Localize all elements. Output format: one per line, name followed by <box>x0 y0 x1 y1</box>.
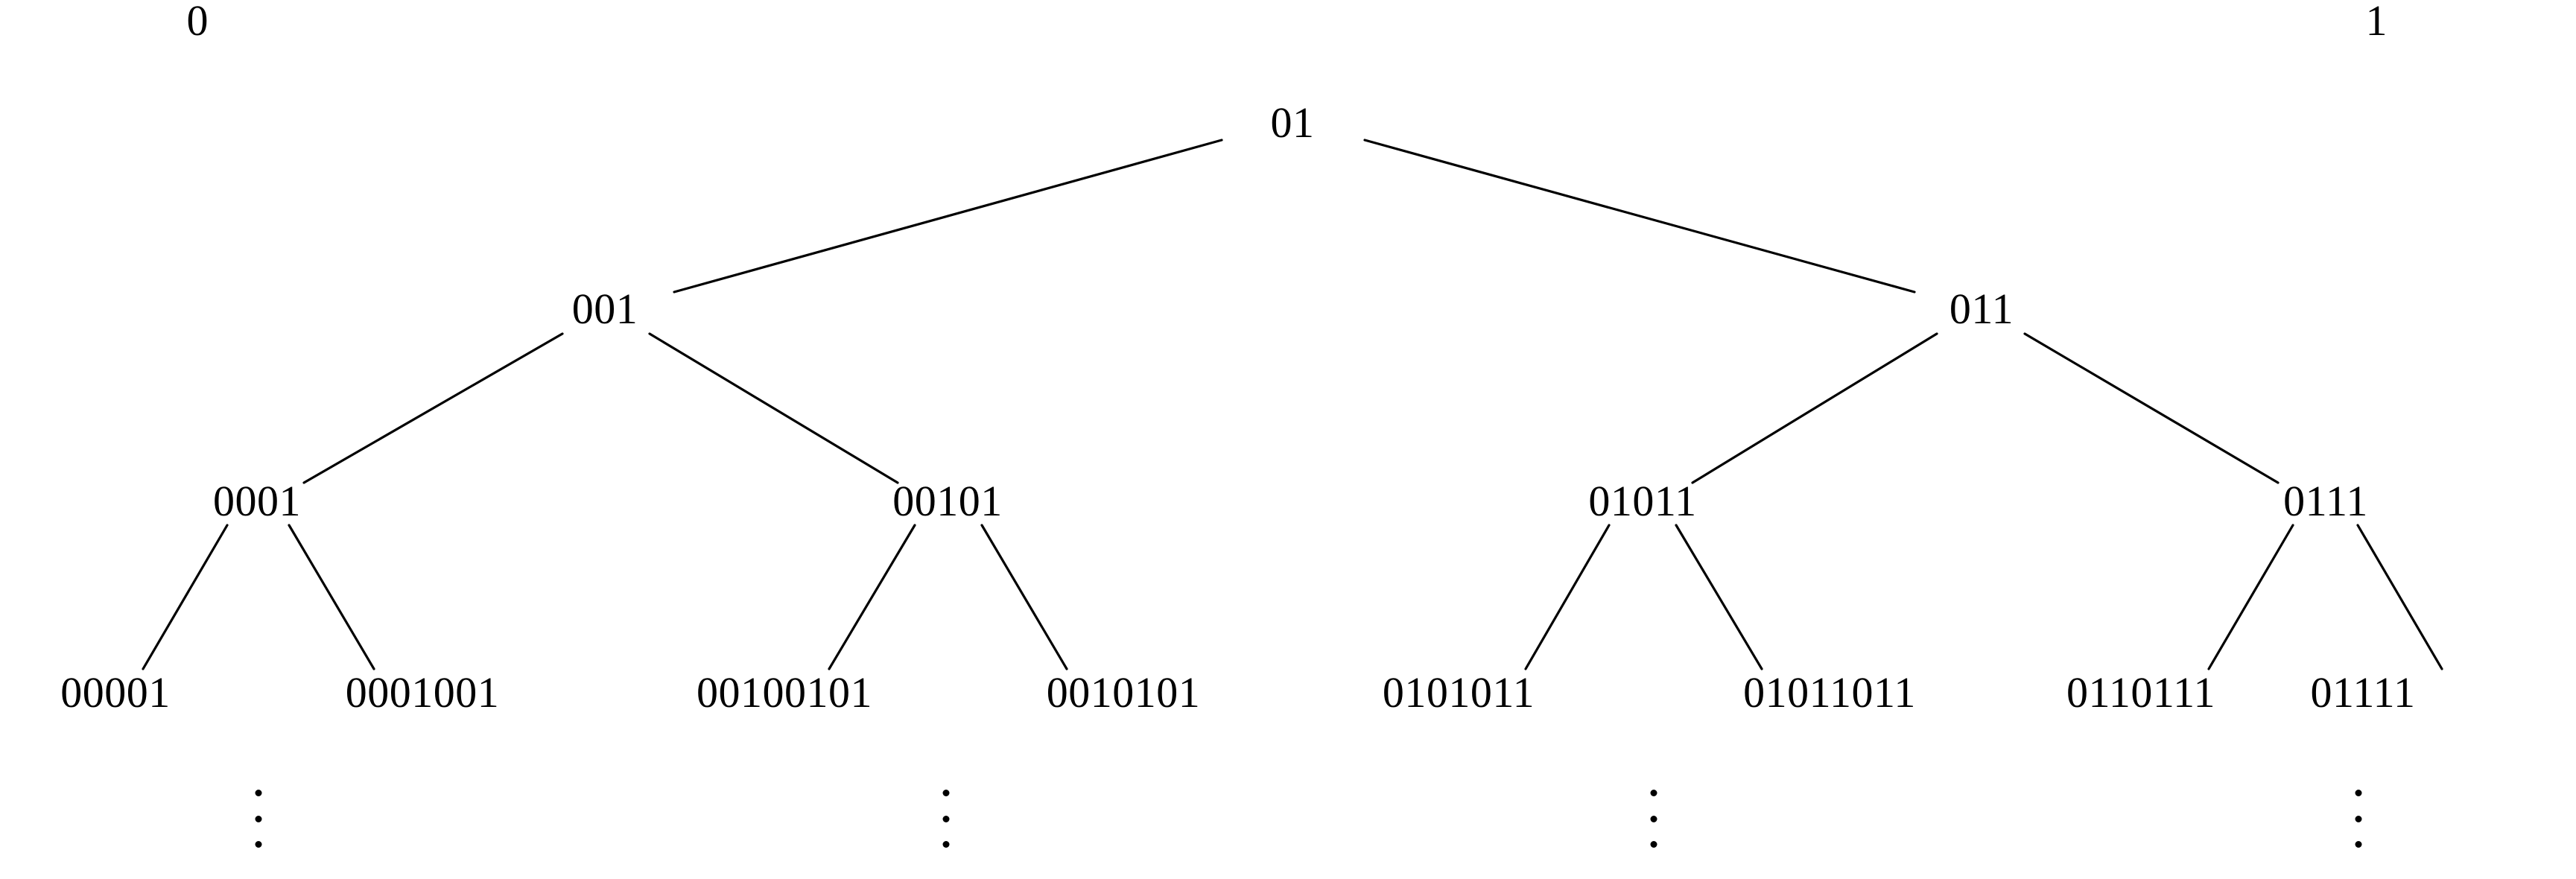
vdots-under-0001 <box>255 790 262 848</box>
tree-edge-01-to-001 <box>673 139 1223 293</box>
tree-node-01111: 01111 <box>2310 668 2416 717</box>
tree-edge-011-to-01011 <box>1691 332 1938 484</box>
tree-edge-0111-to-01111 <box>2356 524 2443 670</box>
tree-node-0101011: 0101011 <box>1382 668 1535 717</box>
vdot <box>1650 790 1657 796</box>
tree-node-0001001: 0001001 <box>345 668 500 717</box>
branch-label-1: 1 <box>2365 0 2388 45</box>
vdot <box>942 815 950 822</box>
vdot <box>1650 841 1657 848</box>
tree-edge-0111-to-0110111 <box>2207 524 2294 670</box>
tree-edge-001-to-00101 <box>648 332 899 484</box>
tree-node-0010101: 0010101 <box>1046 668 1201 717</box>
vdot <box>2355 841 2362 848</box>
vdots-under-00101 <box>942 790 950 848</box>
tree-node-00100101: 00100101 <box>697 668 872 717</box>
tree-edge-0001-to-00001 <box>142 524 229 670</box>
vdot <box>1650 815 1657 822</box>
vdot <box>255 841 262 848</box>
tree-node-01: 01 <box>1270 98 1315 147</box>
tree-edge-0001-to-0001001 <box>288 524 375 670</box>
tree-node-01011: 01011 <box>1588 477 1697 525</box>
tree-edge-011-to-0111 <box>2023 332 2280 484</box>
tree-node-0001: 0001 <box>213 477 301 525</box>
tree-node-0110111: 0110111 <box>2066 668 2216 717</box>
tree-edge-00101-to-00100101 <box>828 524 916 670</box>
vdot <box>2355 790 2362 796</box>
branch-label-0: 0 <box>186 0 209 45</box>
vdots-under-01011 <box>1650 790 1657 848</box>
tree-edge-01-to-011 <box>1363 139 1916 293</box>
tree-node-00001: 00001 <box>60 668 171 717</box>
vdot <box>255 815 262 822</box>
vdot <box>942 841 950 848</box>
vdot <box>942 790 950 796</box>
tree-node-01011011: 01011011 <box>1743 668 1916 717</box>
tree-node-0111: 0111 <box>2283 477 2368 525</box>
tree-edge-001-to-0001 <box>302 332 564 484</box>
tree-edge-00101-to-0010101 <box>980 524 1068 670</box>
vdot <box>255 790 262 796</box>
tree-edge-01011-to-0101011 <box>1524 524 1611 670</box>
vdot <box>2355 815 2362 822</box>
tree-edge-01011-to-01011011 <box>1675 524 1763 670</box>
tree-node-001: 001 <box>571 285 638 333</box>
tree-node-011: 011 <box>1949 285 2014 333</box>
tree-node-00101: 00101 <box>892 477 1003 525</box>
vdots-under-0111 <box>2355 790 2362 848</box>
